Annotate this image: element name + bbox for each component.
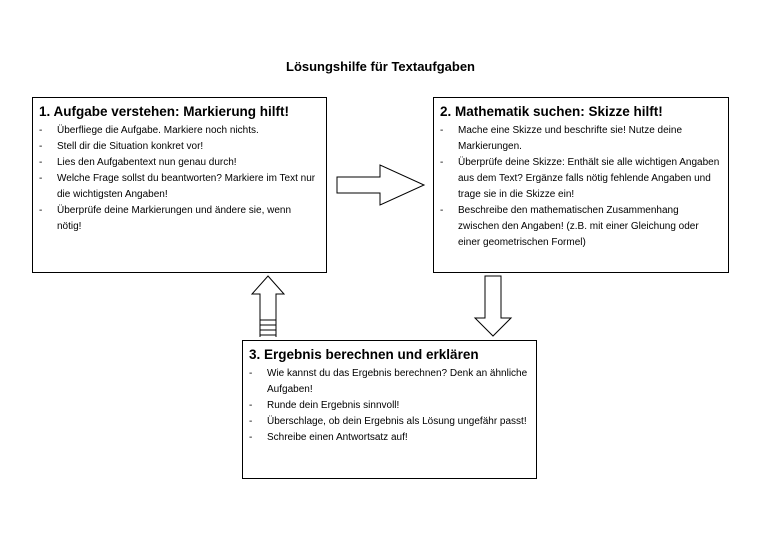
list-item: Wie kannst du das Ergebnis berechnen? De…: [249, 366, 528, 398]
step-heading: 3. Ergebnis berechnen und erklären: [249, 347, 479, 362]
step-heading: 1. Aufgabe verstehen: Markierung hilft!: [39, 104, 290, 119]
step-heading: 2. Mathematik suchen: Skizze hilft!: [440, 104, 663, 119]
step-list: Wie kannst du das Ergebnis berechnen? De…: [243, 366, 536, 446]
list-item: Welche Frage sollst du beantworten? Mark…: [39, 171, 318, 203]
list-item: Überprüfe deine Markierungen und ändere …: [39, 203, 318, 235]
step-list: Überfliege die Aufgabe. Markiere noch ni…: [33, 123, 326, 235]
list-item: Überschlage, ob dein Ergebnis als Lösung…: [249, 414, 528, 430]
list-item: Überfliege die Aufgabe. Markiere noch ni…: [39, 123, 318, 139]
list-item: Überprüfe deine Skizze: Enthält sie alle…: [440, 155, 720, 203]
arrow-up-icon: [250, 275, 286, 321]
list-item: Schreibe einen Antwortsatz auf!: [249, 430, 528, 446]
arrow-down-icon: [473, 275, 513, 337]
list-item: Runde dein Ergebnis sinnvoll!: [249, 398, 528, 414]
step-box-result: 3. Ergebnis berechnen und erklären Wie k…: [242, 340, 537, 479]
list-item: Stell dir die Situation konkret vor!: [39, 139, 318, 155]
page-title: Lösungshilfe für Textaufgaben: [286, 59, 475, 74]
list-item: Mache eine Skizze und beschrifte sie! Nu…: [440, 123, 720, 155]
step-box-understand: 1. Aufgabe verstehen: Markierung hilft! …: [32, 97, 327, 273]
list-item: Lies den Aufgabentext nun genau durch!: [39, 155, 318, 171]
list-item: Beschreibe den mathematischen Zusammenha…: [440, 203, 720, 251]
arrow-right-icon: [336, 164, 426, 206]
step-list: Mache eine Skizze und beschrifte sie! Nu…: [434, 123, 728, 251]
step-box-math: 2. Mathematik suchen: Skizze hilft! Mach…: [433, 97, 729, 273]
